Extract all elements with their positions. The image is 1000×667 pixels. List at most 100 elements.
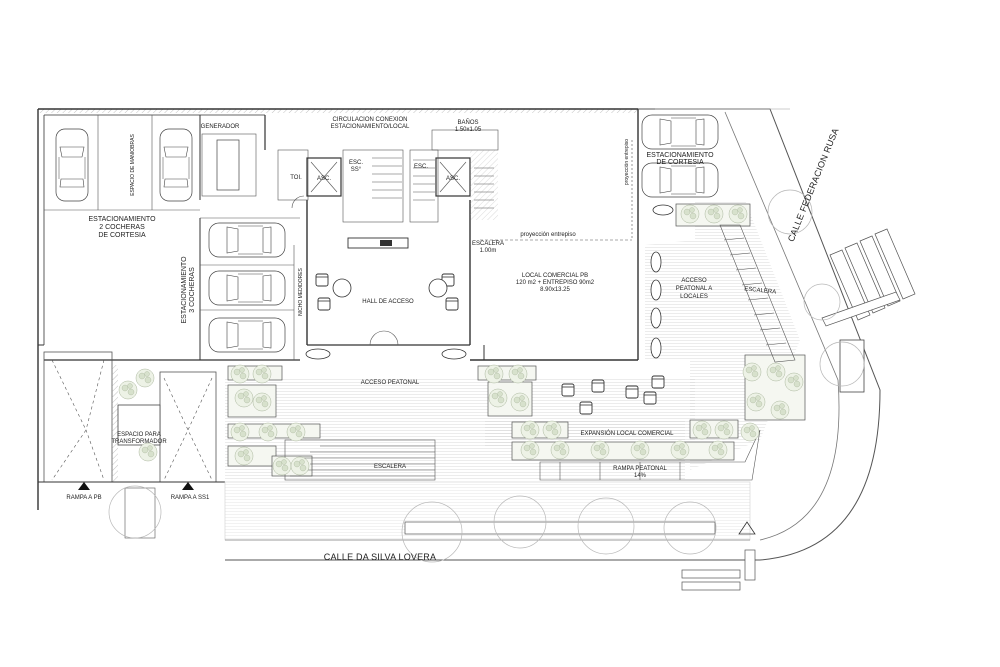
tree-icon — [118, 380, 138, 400]
label-hall-acceso: HALL DE ACCESO — [362, 299, 414, 305]
car-icon — [208, 222, 286, 258]
chair-icon — [445, 297, 459, 311]
chair-icon — [591, 379, 605, 393]
label-espacio-maniobras: ESPACIO DE MANIOBRAS — [130, 134, 136, 196]
label-esc-ss-1: ESC. — [349, 160, 363, 166]
label-espacio-transformador-1: ESPACIO PARA — [117, 432, 161, 438]
label-local-comercial-3: 8.90x13.25 — [540, 287, 570, 293]
label-asc-left: ASC. — [317, 176, 331, 182]
tree-icon — [728, 204, 748, 224]
label-estac-cortesia-right-2: DE CORTESIA — [656, 159, 704, 166]
label-esc-ss-2: SS° — [351, 167, 362, 173]
label-esc: ESC. — [414, 164, 428, 170]
tree-icon — [230, 364, 250, 384]
tree-icon — [234, 388, 254, 408]
label-acceso-locales-3: LOCALES — [680, 294, 708, 300]
tree-icon — [138, 442, 158, 462]
label-estac-3-cocheras-1: ESTACIONAMIENTO — [181, 256, 188, 324]
tree-icon — [508, 364, 528, 384]
tree-icon — [680, 204, 700, 224]
chair-icon — [579, 401, 593, 415]
ramp-arrows — [78, 482, 756, 535]
tree-icon — [520, 440, 540, 460]
label-escalera-bottom: ESCALERA — [374, 464, 406, 470]
label-escalera-1: ESCALERA — [472, 241, 504, 247]
tree-icon — [510, 392, 530, 412]
label-espacio-transformador-2: TRANSFORMADOR — [111, 439, 167, 445]
label-rampa-pb: RAMPA A PB — [66, 495, 101, 501]
street-trees — [108, 189, 865, 563]
label-calle-federacion-rusa: CALLE FEDERACION RUSA — [786, 127, 841, 244]
tree-icon — [234, 446, 254, 466]
tree-icon — [550, 440, 570, 460]
door-swings — [291, 195, 399, 346]
car-icon — [641, 162, 719, 198]
tree-icon — [670, 440, 690, 460]
label-rampa-peatonal-1: RAMPA PEATONAL — [613, 466, 667, 472]
ramp-peatonal — [539, 429, 761, 481]
tree-icon — [708, 440, 728, 460]
tree-icon — [714, 420, 734, 440]
label-asc-right: ASC. — [446, 176, 460, 182]
chair-icon — [315, 273, 329, 287]
label-estac-cortesia-2: 2 COCHERAS — [99, 224, 145, 231]
label-estac-cortesia-3: DE CORTESIA — [98, 232, 146, 239]
label-nicho-medidores: NICHO MEDIDORES — [298, 267, 304, 315]
triangle-up-icon — [78, 482, 90, 490]
tree-icon — [272, 456, 292, 476]
label-rampa-ss1: RAMPA A SS1 — [171, 495, 210, 501]
label-acceso-peatonal: ACCESO PEATONAL — [361, 380, 420, 386]
ramp-area — [38, 351, 225, 539]
chair-icon — [643, 391, 657, 405]
tree-icon — [252, 392, 272, 412]
tree-icon — [740, 422, 760, 442]
label-proyeccion-entrepiso: proyección entrepiso — [520, 232, 576, 238]
label-estac-3-cocheras-2: 3 COCHERAS — [189, 267, 196, 313]
tree-icon — [766, 362, 786, 382]
triangle-up-icon — [738, 521, 756, 535]
tree-icon — [252, 364, 272, 384]
label-local-comercial-2: 120 m2 + ENTREPISO 90m2 — [516, 280, 595, 286]
label-calle-silva-lovera: CALLE DA SILVA LOVERA — [324, 552, 436, 562]
label-banos-2: 1.50x1.05 — [455, 127, 482, 133]
chair-icon — [317, 297, 331, 311]
label-expansion-local: EXPANSIÓN LOCAL COMERCIAL — [580, 430, 674, 437]
label-generador: GENERADOR — [201, 124, 240, 130]
tree-icon — [230, 422, 250, 442]
car-icon — [641, 114, 719, 150]
label-rampa-peatonal-2: 14% — [634, 473, 647, 479]
building-walls — [37, 108, 639, 510]
lounge-tables — [305, 204, 674, 360]
chair-icon — [625, 385, 639, 399]
crosswalk — [404, 228, 916, 591]
label-toi: TOI. — [290, 175, 302, 181]
car-icon — [55, 128, 89, 202]
label-acceso-locales-1: ACCESO — [681, 278, 707, 284]
tree-icon — [488, 388, 508, 408]
chair-icon — [651, 375, 665, 389]
tree-icon — [484, 364, 504, 384]
car-icon — [208, 270, 286, 306]
label-escalera-diagonal: ESCALERA — [744, 286, 776, 295]
car-icon — [159, 128, 193, 202]
label-circulacion-1: CIRCULACION CONEXION — [332, 117, 407, 123]
tree-icon — [542, 420, 562, 440]
cars — [55, 114, 719, 353]
tree-icon — [692, 420, 712, 440]
stair-diagonal — [719, 224, 796, 363]
tree-icon — [286, 422, 306, 442]
label-local-comercial-1: LOCAL COMERCIAL PB — [522, 273, 588, 279]
label-estac-cortesia-right-1: ESTACIONAMIENTO — [646, 152, 714, 159]
tree-icon — [770, 400, 790, 420]
label-acceso-locales-2: PEATONAL A — [676, 286, 713, 292]
label-proyeccion-entrepiso-vertical: proyección entrepiso — [624, 139, 630, 185]
label-banos-1: BAÑOS — [457, 119, 478, 126]
tree-icon — [520, 420, 540, 440]
car-icon — [208, 317, 286, 353]
tree-icon — [290, 456, 310, 476]
tree-icon — [784, 372, 804, 392]
stair-bottom — [284, 439, 436, 481]
tree-icon — [258, 422, 278, 442]
tree-icon — [746, 392, 766, 412]
